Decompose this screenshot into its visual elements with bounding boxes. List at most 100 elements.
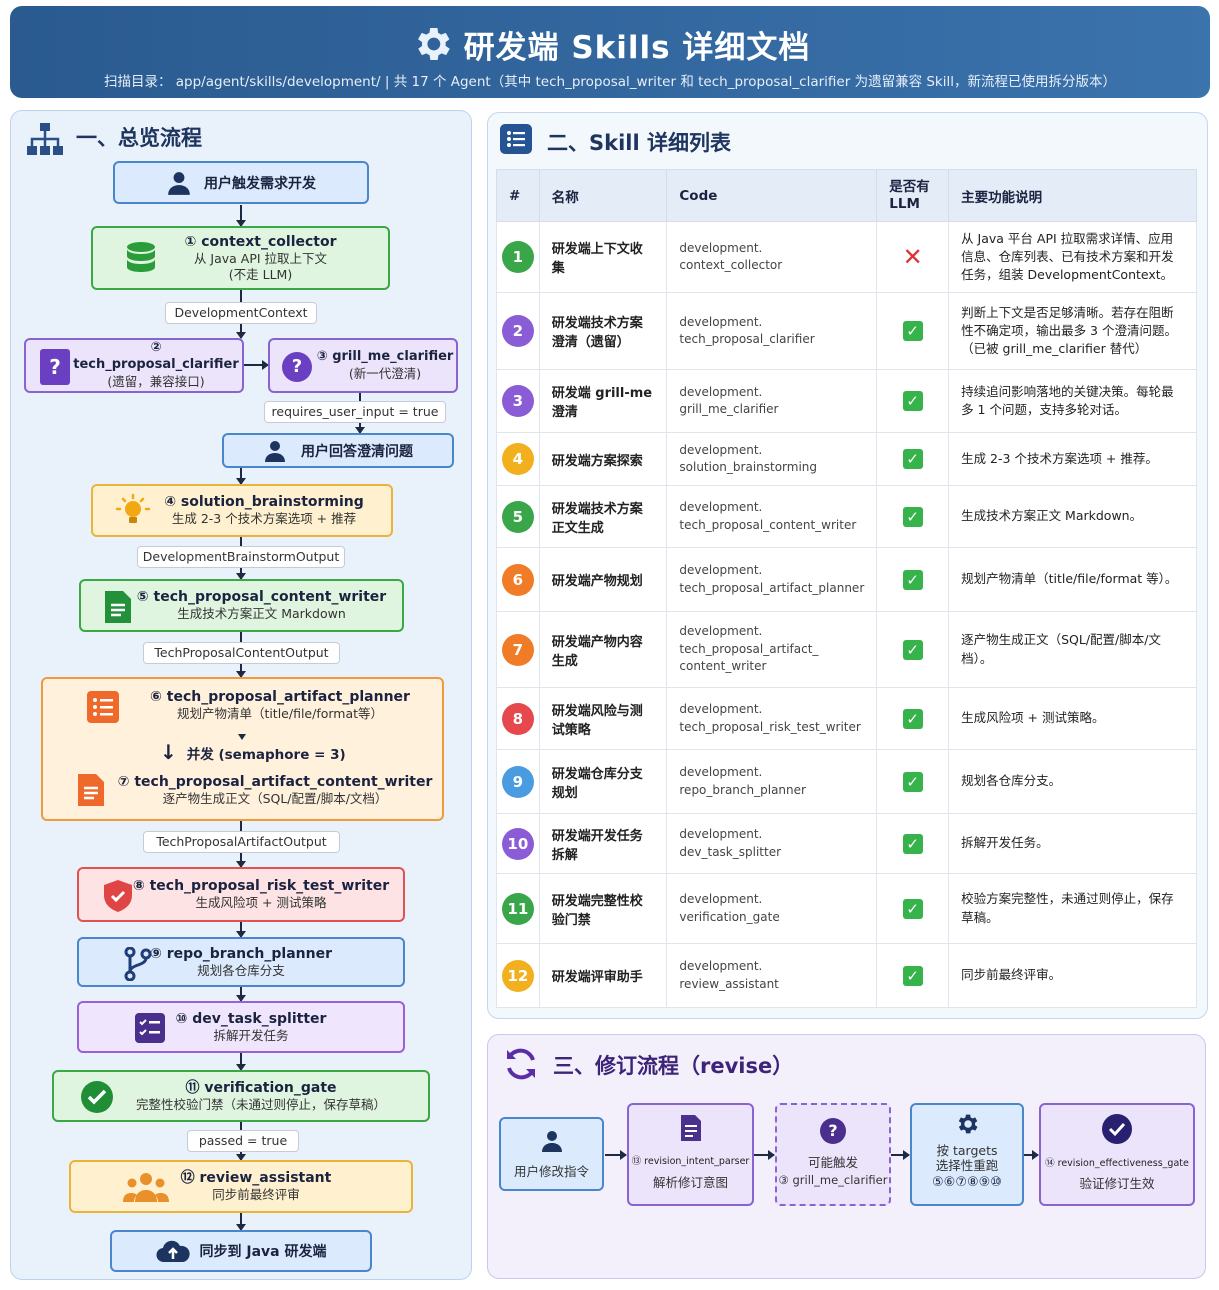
skill-code: development. verification_gate <box>666 873 878 944</box>
node-title: ⑪ verification_gate <box>185 1079 337 1096</box>
node-desc: 生成 2-3 个技术方案选项 + 推荐 <box>171 511 357 527</box>
step-label: 用户修改指令 <box>513 1164 589 1179</box>
skill-name: 研发端技术方案澄清（遗留） <box>538 292 668 370</box>
cloud-upload-icon <box>155 1240 190 1263</box>
flow-arrow <box>236 987 246 1002</box>
node-desc: 拆解开发任务 <box>213 1027 289 1043</box>
step-title: ⑬ revision_intent_parser <box>631 1156 750 1167</box>
column-header: 主要功能说明 <box>948 169 1197 222</box>
llm-cell: ✓ <box>876 292 950 370</box>
node-title: ④ solution_brainstorming <box>164 494 364 511</box>
node-title: ⑦ tech_proposal_artifact_content_writer <box>117 774 433 790</box>
skill-name: 研发端仓库分支规划 <box>538 749 668 814</box>
flow-node-tech-proposal-clarifier: ? ② tech_proposal_clarifier (遗留，兼容接口) <box>24 338 244 393</box>
skill-code: development. tech_proposal_artifact_ con… <box>666 611 878 688</box>
node-title: ⑨ repo_branch_planner <box>150 945 332 962</box>
row-number-cell: 5 <box>496 485 540 548</box>
llm-cell: ✓ <box>876 813 950 874</box>
llm-cell: ✓ <box>876 611 950 688</box>
node-desc: 完整性校验门禁（未通过则停止，保存草稿） <box>135 1096 386 1112</box>
document-icon <box>105 591 131 623</box>
flow-node-context-collector: ① context_collector 从 Java API 拉取上下文 (不走… <box>91 226 390 290</box>
llm-cell: ✓ <box>876 432 950 486</box>
check-circle-icon <box>1102 1114 1132 1144</box>
llm-cell: ✓ <box>876 749 950 814</box>
page-header: 研发端 Skills 详细文档 扫描目录： app/agent/skills/d… <box>10 6 1210 98</box>
revise-step-selective-rerun: 按 targets 选择性重跑 ⑤⑥⑦⑧⑨⑩ <box>910 1103 1024 1206</box>
node-title: ③ grill_me_clarifier <box>316 348 454 364</box>
step-desc: ③ grill_me_clarifier <box>778 1173 888 1187</box>
column-header: 名称 <box>538 169 668 222</box>
question-circle-icon: ? <box>820 1118 846 1144</box>
step-title: 选择性重跑 <box>935 1158 999 1173</box>
row-number-badge: 1 <box>501 241 534 273</box>
node-desc: (遗留，兼容接口) <box>107 374 205 390</box>
node-desc: (新一代澄清) <box>348 365 422 381</box>
node-title: 同步到 Java 研发端 <box>199 1244 327 1260</box>
row-number-cell: 8 <box>496 687 540 750</box>
skill-code: development. repo_branch_planner <box>666 749 878 814</box>
flow-end-node: 同步到 Java 研发端 <box>110 1230 372 1272</box>
node-desc: 同步前最终评审 <box>212 1187 300 1203</box>
lightbulb-icon <box>115 493 151 523</box>
check-icon: ✓ <box>902 321 923 341</box>
row-number-cell: 10 <box>496 813 540 874</box>
concurrency-label: ↓并发 (semaphore = 3) <box>160 740 346 764</box>
row-number-badge: 2 <box>501 315 534 347</box>
skill-name: 研发端风险与测试策略 <box>538 687 668 750</box>
revise-step-grill-me: ? 可能触发 ③ grill_me_clarifier <box>775 1103 891 1206</box>
skill-list-title: 二、Skill 详细列表 <box>547 131 731 155</box>
flow-node-repo-branch-planner: ⑨ repo_branch_planner 规划各仓库分支 <box>77 937 405 987</box>
check-icon: ✓ <box>902 708 923 729</box>
skill-code: development. dev_task_splitter <box>666 813 878 874</box>
node-title: ⑤ tech_proposal_content_writer <box>136 589 387 606</box>
row-number-cell: 12 <box>496 943 540 1008</box>
user-icon <box>541 1131 562 1152</box>
llm-cell: ✓ <box>876 687 950 750</box>
skill-name: 研发端产物规划 <box>538 547 668 612</box>
revise-title: 三、修订流程（revise） <box>553 1054 794 1078</box>
skill-description: 生成风险项 + 测试策略。 <box>948 687 1197 750</box>
skill-code: development. grill_me_clarifier <box>666 369 878 433</box>
skill-code: development. tech_proposal_artifact_plan… <box>666 547 878 612</box>
flow-arrow <box>1024 1150 1039 1160</box>
row-number-cell: 2 <box>496 292 540 370</box>
condition-tag: requires_user_input = true <box>264 401 446 423</box>
row-number-badge: 10 <box>501 827 534 860</box>
checklist-icon <box>135 1013 165 1043</box>
database-icon <box>127 242 155 272</box>
step-desc: 验证修订生效 <box>1079 1176 1155 1191</box>
step-title: 按 targets <box>936 1143 998 1158</box>
gear-icon <box>417 28 450 60</box>
flow-node-risk-test-writer: ⑧ tech_proposal_risk_test_writer 生成风险项 +… <box>77 867 405 922</box>
row-number-cell: 7 <box>496 611 540 688</box>
flow-arrow <box>236 1213 246 1231</box>
revise-step-effectiveness-gate: ⑭ revision_effectiveness_gate 验证修订生效 <box>1039 1103 1195 1206</box>
column-header: 是否有 LLM <box>876 169 950 222</box>
node-title: ⑧ tech_proposal_risk_test_writer <box>132 878 390 895</box>
row-number-cell: 1 <box>496 221 540 293</box>
node-desc: 生成风险项 + 测试策略 <box>195 895 327 911</box>
llm-cell: ✓ <box>876 943 950 1008</box>
skill-description: 生成 2-3 个技术方案选项 + 推荐。 <box>948 432 1197 486</box>
node-title: ⑥ tech_proposal_artifact_planner <box>150 689 410 705</box>
flow-arrow <box>605 1150 627 1160</box>
llm-cell: ✓ <box>876 485 950 548</box>
flow-node-review-assistant: ⑫ review_assistant 同步前最终评审 <box>69 1160 413 1213</box>
row-number-badge: 7 <box>501 633 534 666</box>
list-icon <box>87 691 119 723</box>
flow-start-node: 用户触发需求开发 <box>113 161 369 204</box>
node-title: ② tech_proposal_clarifier <box>73 340 239 373</box>
user-icon <box>265 440 285 462</box>
check-icon: ✓ <box>902 391 923 411</box>
row-number-badge: 5 <box>501 500 534 533</box>
step-title: ⑭ revision_effectiveness_gate <box>1045 1158 1189 1169</box>
